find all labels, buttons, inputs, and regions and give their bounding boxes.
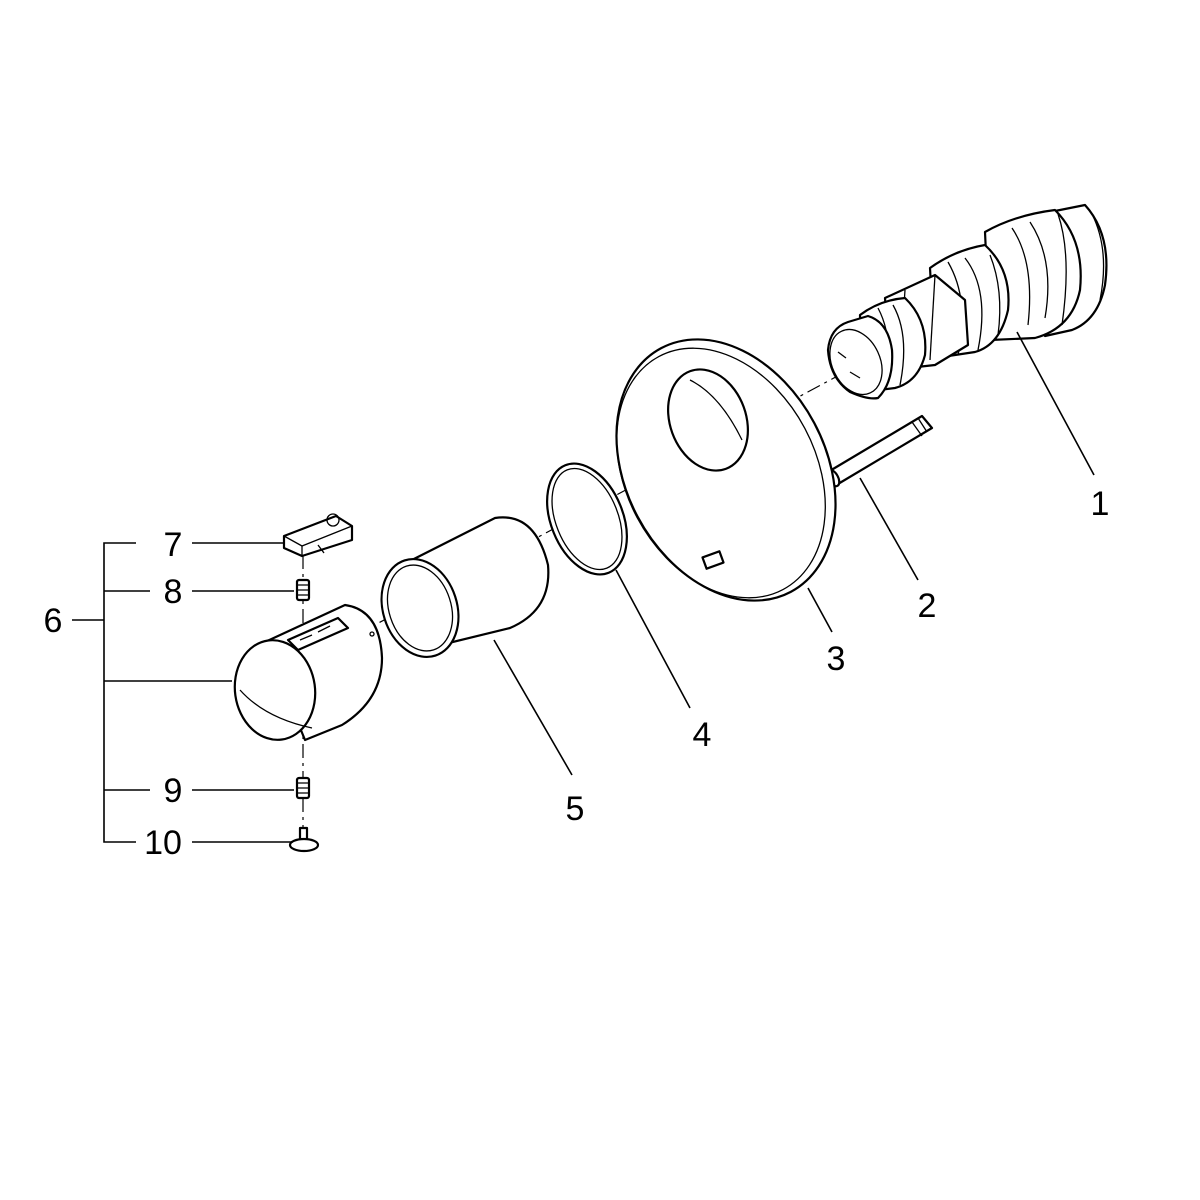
callout-10: 10 bbox=[144, 824, 182, 862]
leader-line-4 bbox=[615, 569, 691, 709]
part-5-sleeve bbox=[380, 516, 550, 659]
part-10-cap-screw bbox=[288, 826, 320, 853]
part-9-grub-screw bbox=[295, 776, 311, 800]
part-3-cover-plate bbox=[615, 338, 837, 602]
leader-line-2 bbox=[859, 477, 919, 581]
bracket-6 bbox=[72, 542, 150, 843]
part-1-cartridge bbox=[826, 203, 1108, 400]
part-2-extension-rod bbox=[825, 414, 934, 488]
callout-4: 4 bbox=[693, 716, 712, 754]
part-6-handle bbox=[233, 603, 384, 742]
callout-3: 3 bbox=[827, 640, 846, 678]
leader-line-1 bbox=[1016, 331, 1095, 476]
callout-1: 1 bbox=[1091, 485, 1110, 523]
leader-line-5 bbox=[493, 639, 573, 776]
callout-8: 8 bbox=[164, 573, 183, 611]
callout-6: 6 bbox=[44, 602, 63, 640]
part-7-lever-insert bbox=[282, 513, 354, 558]
callout-2: 2 bbox=[918, 587, 937, 625]
callout-9: 9 bbox=[164, 772, 183, 810]
leader-line-3 bbox=[807, 587, 833, 633]
part-8-grub-screw bbox=[295, 578, 311, 602]
callout-5: 5 bbox=[566, 790, 585, 828]
callout-7: 7 bbox=[164, 526, 183, 564]
part-4-o-ring bbox=[546, 462, 628, 576]
